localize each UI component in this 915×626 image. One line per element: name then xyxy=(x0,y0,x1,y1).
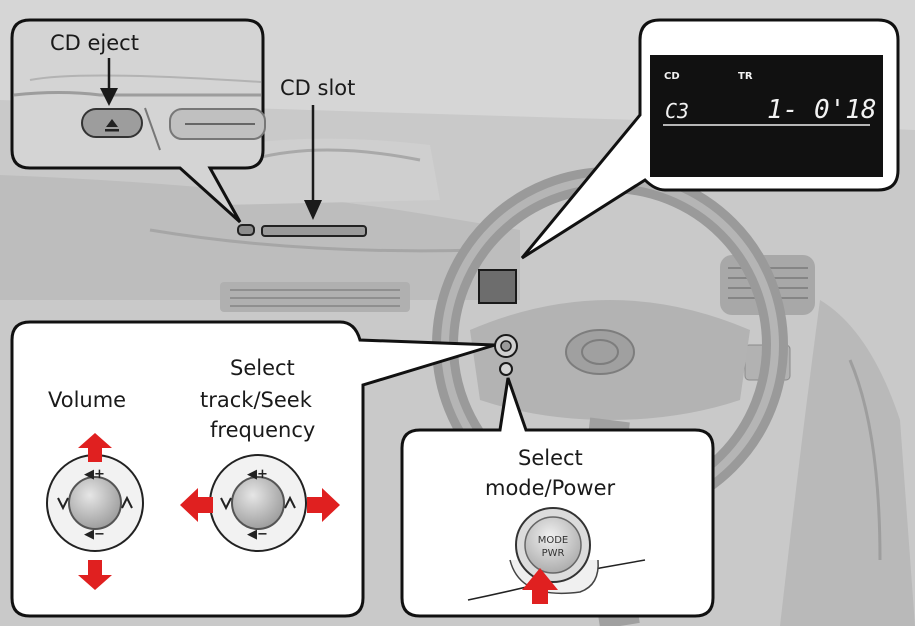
steering-switch-callout: Volume Select track/Seek frequency ◀+ ◀−… xyxy=(10,320,496,618)
display-callout: CD TR C3 1- 0'18 xyxy=(520,18,900,260)
cd-eject-button-on-dash xyxy=(237,224,255,236)
volume-down-icon: ◀− xyxy=(84,527,105,542)
select-track-label-3: frequency xyxy=(210,418,315,442)
cd-eject-pointer xyxy=(100,88,118,106)
select-mode-label-2: mode/Power xyxy=(485,476,615,500)
seek-right-arrow xyxy=(307,488,340,522)
mode-button-text-1: MODE xyxy=(538,535,569,546)
volume-down-icon: ◀− xyxy=(247,527,268,542)
volume-up-arrow xyxy=(78,433,112,462)
volume-up-icon: ◀+ xyxy=(247,467,268,482)
volume-up-icon: ◀+ xyxy=(84,467,105,482)
mode-button-marker xyxy=(499,362,513,376)
volume-down-arrow xyxy=(78,560,112,590)
seek-down-icon xyxy=(220,497,232,511)
seek-down-icon xyxy=(57,497,69,511)
select-mode-label-1: Select xyxy=(518,446,583,470)
cd-eject-label: CD eject xyxy=(50,31,139,55)
seek-up-icon xyxy=(284,495,296,509)
volume-label: Volume xyxy=(48,388,126,412)
eject-icon xyxy=(106,119,118,127)
cd-slot-label: CD slot xyxy=(280,76,355,100)
cd-eject-callout: CD eject xyxy=(10,18,266,224)
select-track-label-1: Select xyxy=(230,356,295,380)
display-mode: TR xyxy=(738,71,753,82)
display-source: C3 xyxy=(665,99,689,123)
seek-left-arrow xyxy=(180,488,213,522)
select-track-label-2: track/Seek xyxy=(200,388,313,412)
track-switch[interactable]: ◀+ ◀− xyxy=(209,454,307,552)
display-location-marker xyxy=(478,269,517,304)
volume-switch[interactable]: ◀+ ◀− xyxy=(46,454,144,552)
display-track-time: 1- 0'18 xyxy=(767,95,877,125)
mode-button-text-2: PWR xyxy=(542,548,565,559)
lcd-display xyxy=(650,55,883,177)
press-arrow xyxy=(522,568,558,604)
cd-slot xyxy=(261,225,367,237)
display-indicator: CD xyxy=(664,71,680,82)
mode-power-callout: Select mode/Power MODE PWR xyxy=(400,377,715,618)
seek-up-icon xyxy=(121,495,133,509)
